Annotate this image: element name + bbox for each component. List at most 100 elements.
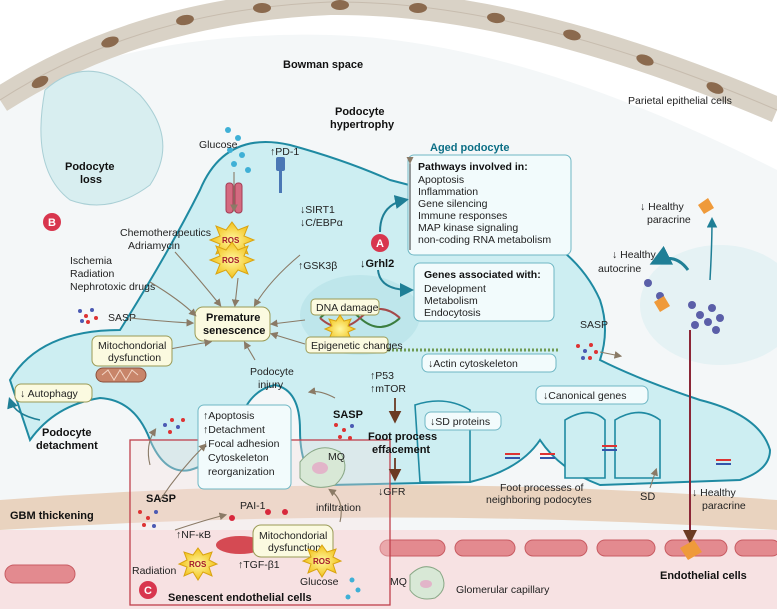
healthy-paracrine-bottom-label-2: paracrine — [702, 500, 746, 512]
gbm-thickening-label: GBM thickening — [10, 510, 94, 522]
mito-top-label-1: Mitochondorial — [98, 340, 166, 352]
receptor-icon-top — [698, 198, 714, 214]
effect-item: Cytoskeleton — [208, 452, 269, 464]
premature-senescence-box: Premature senescence — [194, 306, 271, 342]
foot-process-label-1: Foot process — [368, 431, 437, 443]
p53-label: ↑P53 — [370, 370, 394, 382]
dna-damage-box — [310, 298, 380, 316]
sirt1-label: ↓SIRT1 — [300, 204, 335, 216]
mq-bottom-label: MQ — [390, 576, 407, 588]
parietal-epithelial-layer — [0, 0, 777, 122]
ros-burst-icon-3: ROS — [177, 547, 219, 581]
badge-a: A — [371, 234, 389, 252]
mito-bottom-label-2: dysfunction — [268, 542, 321, 554]
grhl2-label: ↓Grhl2 — [360, 258, 394, 270]
cebpa-label: ↓C/EBPα — [300, 217, 343, 229]
mtor-label: ↑mTOR — [370, 383, 406, 395]
adriamycin-label: Adriamycin — [128, 240, 180, 252]
pathway-item: Immune responses — [418, 210, 507, 222]
nfkb-label: ↑NF-κB — [176, 529, 211, 541]
effect-item: reorganization — [208, 466, 275, 478]
genes-title: Genes associated with: — [424, 269, 541, 281]
pai1-label: PAI-1 — [240, 500, 266, 512]
chemotherapeutics-label: Chemotherapeutics — [120, 227, 211, 239]
sasp-right-label: SASP — [580, 319, 608, 331]
ros-burst-icon-4: ROS — [301, 544, 343, 578]
dna-damage-label: DNA damage — [316, 302, 379, 314]
healthy-paracrine-top-label-1: ↓ Healthy — [640, 201, 685, 213]
badge-b: B — [43, 213, 61, 231]
endothelial-nucleus — [216, 536, 264, 554]
grhl2-to-genes-arrow — [377, 269, 414, 297]
autocrine-arrow — [649, 245, 690, 271]
canonical-genes-label: ↓Canonical genes — [543, 390, 626, 402]
svg-text:ROS: ROS — [222, 256, 240, 265]
glucose-top-label: Glucose — [199, 139, 238, 151]
actin-box — [421, 353, 557, 373]
svg-text:B: B — [48, 217, 56, 229]
macrophage-bottom-icon — [409, 566, 445, 600]
detachment-arrow — [7, 396, 41, 421]
senescent-endothelial-label: Senescent endothelial cells — [168, 592, 312, 604]
mito-bottom-box — [252, 524, 334, 558]
svg-text:A: A — [376, 238, 384, 250]
genes-box: Genes associated with: Development Metab… — [413, 262, 555, 322]
radiation-top-label: Radiation — [70, 268, 115, 280]
svg-text:ROS: ROS — [313, 557, 331, 566]
svg-text:C: C — [144, 585, 152, 597]
sasp-dots-left — [78, 308, 98, 324]
neighbor-cell-ghost — [640, 245, 777, 365]
healthy-autocrine-label-1: ↓ Healthy — [612, 249, 657, 261]
podocyte-detachment-label-1: Podocyte — [42, 427, 92, 439]
canonical-genes-box — [535, 385, 649, 405]
ischemia-label: Ischemia — [70, 255, 112, 267]
aged-podocyte-label: Aged podocyte — [430, 142, 509, 154]
gsk3b-label: ↑GSK3β — [298, 260, 337, 272]
gene-item: Development — [424, 283, 486, 295]
podocyte-loss-label-2: loss — [80, 174, 102, 186]
podocyte-injury-label-2: injury — [258, 379, 284, 391]
epigenetic-box — [305, 336, 389, 354]
pathway-item: Inflammation — [418, 186, 478, 198]
sasp-dots-endo — [138, 510, 158, 528]
glucose-bottom-label: Glucose — [300, 576, 339, 588]
mito-top-box — [91, 335, 173, 367]
actin-label: ↓Actin cytoskeleton — [428, 358, 518, 370]
bowman-space-label: Bowman space — [283, 59, 363, 71]
parietal-epithelial-label: Parietal epithelial cells — [628, 95, 732, 107]
pai1-dots — [229, 509, 288, 521]
mq-infiltration-label-2: infiltration — [316, 502, 361, 514]
endothelial-cells-row — [4, 539, 777, 584]
effect-item: ↑Apoptosis — [203, 410, 254, 422]
mito-top-label-2: dysfunction — [108, 352, 161, 364]
podocyte-detachment-label-2: detachment — [36, 440, 98, 452]
gene-item: Endocytosis — [424, 307, 481, 319]
pathways-title: Pathways involved in: — [418, 161, 528, 173]
foot-neighbor-label-2: neighboring podocytes — [486, 494, 592, 506]
glucose-particles — [225, 127, 251, 173]
glomerular-capillary-label: Glomerular capillary — [456, 584, 550, 596]
gene-item: Metabolism — [424, 295, 478, 307]
autophagy-box — [14, 383, 93, 403]
endothelial-cells-label: Endothelial cells — [660, 570, 747, 582]
sasp-dots-right — [576, 343, 598, 360]
inducer-arrows — [129, 251, 306, 361]
pd1-receptor-icon — [276, 157, 285, 193]
lost-podocyte-ghost — [40, 70, 164, 206]
svg-text:ROS: ROS — [222, 236, 240, 245]
sd-proteins-box — [424, 411, 502, 431]
paracrine-up-arrow — [706, 217, 718, 281]
podocyte-loss-label-1: Podocyte — [65, 161, 115, 173]
receptor-icon-bottom — [680, 540, 702, 560]
nephrotoxic-label: Nephrotoxic drugs — [70, 281, 155, 293]
pathway-item: MAP kinase signaling — [418, 222, 518, 234]
sasp-mid-label: SASP — [333, 409, 363, 421]
effect-item: ↑Detachment — [203, 424, 265, 436]
effect-item: ↓Focal adhesion — [203, 438, 280, 450]
foot-neighbor-label-1: Foot processes of — [500, 482, 584, 494]
podocyte-injury-label-1: Podocyte — [250, 366, 294, 378]
pd1-label: ↑PD-1 — [270, 146, 299, 158]
sasp-dots-mid-right — [334, 423, 354, 440]
gfr-label: ↓GFR — [378, 486, 406, 498]
